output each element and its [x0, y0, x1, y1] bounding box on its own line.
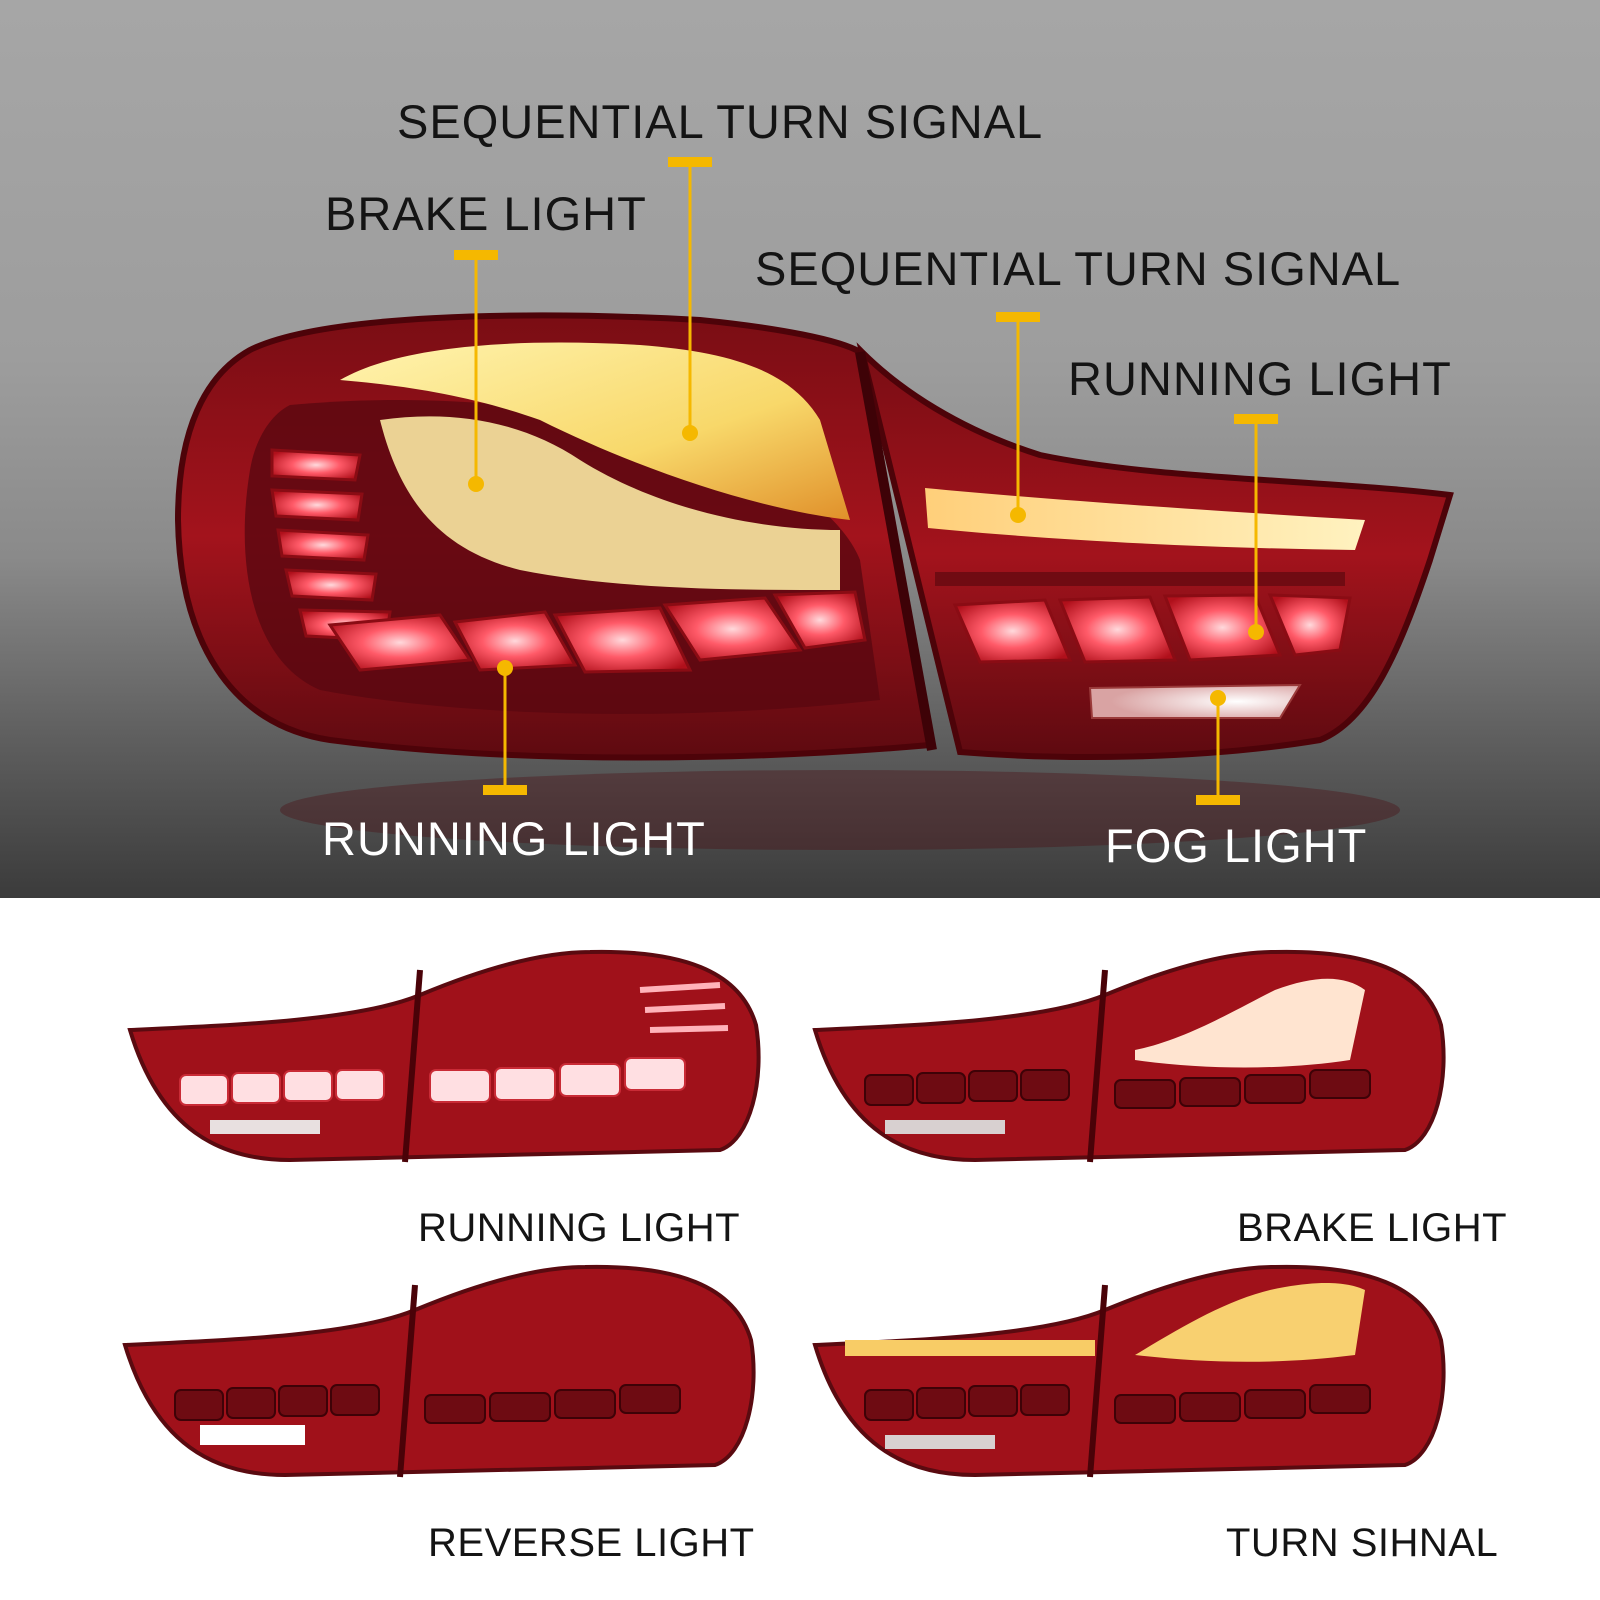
callout-lines [474, 163, 1258, 800]
thumb-turn-signal [812, 1264, 1446, 1478]
callout-fog-light: FOG LIGHT [1105, 819, 1368, 872]
running-light-fins-inner [952, 593, 1352, 664]
caption-turn-signal: TURN SIHNAL [1226, 1521, 1499, 1565]
brake-light-blade [380, 416, 840, 590]
callout-sequential-turn-signal-top: SEQUENTIAL TURN SIGNAL [397, 95, 1044, 148]
running-light-fins-outer [270, 448, 867, 674]
hero-section: SEQUENTIAL TURN SIGNAL BRAKE LIGHT SEQUE… [0, 0, 1600, 898]
callout-sequential-turn-signal-right: SEQUENTIAL TURN SIGNAL [755, 242, 1402, 295]
callout-brake-light: BRAKE LIGHT [325, 187, 647, 240]
callout-running-light-bottom: RUNNING LIGHT [322, 812, 706, 865]
callout-bars [454, 157, 1278, 805]
sequential-turn-signal-outer [340, 342, 850, 520]
thumb-reverse-light [122, 1264, 756, 1478]
caption-brake-light: BRAKE LIGHT [1237, 1206, 1508, 1250]
thumb-running-light [127, 949, 761, 1163]
callout-dots [468, 425, 1264, 706]
fog-light [1088, 683, 1302, 719]
callout-running-light-right: RUNNING LIGHT [1068, 352, 1452, 405]
thumb-brake-light [812, 949, 1446, 1163]
floor-reflection [280, 770, 1400, 850]
caption-reverse-light: REVERSE LIGHT [428, 1521, 755, 1565]
hero-taillight-illustration [174, 157, 1454, 850]
caption-running-light: RUNNING LIGHT [418, 1206, 741, 1250]
